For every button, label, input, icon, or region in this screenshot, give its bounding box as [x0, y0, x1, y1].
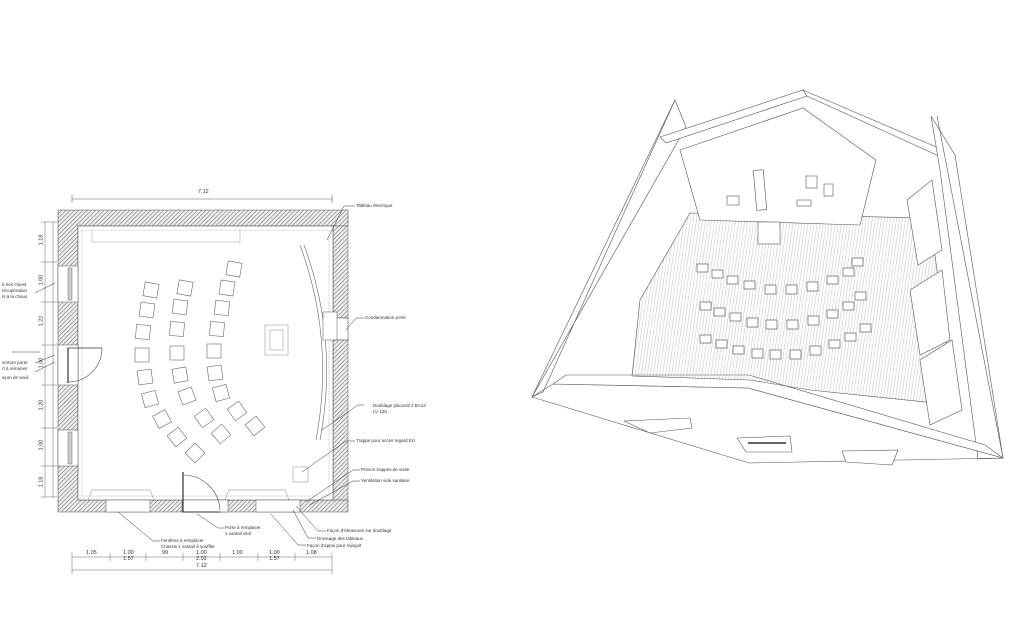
note-porte-2: 1 vantail vitré: [225, 531, 252, 536]
left-dim-2: 1.00: [38, 274, 45, 286]
bottom-dim-1: 1.05: [86, 550, 97, 556]
note-doublage-lv: LV 120: [373, 409, 387, 414]
bottom-dim-5: 1.00: [232, 550, 243, 556]
note-condamnation-porte: Condamnation porte: [365, 315, 406, 320]
note-appui: Façon d'appui pour rejingot: [307, 543, 362, 548]
bottom-dim-7: 1.08: [306, 550, 317, 556]
left-dim-7: 1.18: [38, 476, 45, 488]
bottom-dim-2: 1.00: [123, 550, 134, 556]
note-ebrasures: Façon d'ébrasures sur doublage: [327, 528, 392, 533]
note-trappes-visite: Prévoir trappes de visite: [361, 467, 410, 472]
note-doublage: Doublage placostil 2 BA13: [373, 403, 426, 408]
bottom-dim-2-sub: 1.57: [123, 556, 134, 562]
left-dim-4: 1.00: [38, 357, 45, 369]
bottom-dim-4-sub: 2.02: [196, 556, 207, 562]
bottom-door: [182, 472, 221, 513]
left-dim-3: 1.22: [38, 315, 45, 327]
bottom-dim-6: 1.00: [269, 550, 280, 556]
note-tableau-electrique: Tableau électrique: [356, 203, 393, 208]
note-drossage: Drossage des tableaux: [317, 536, 364, 541]
note-fenetres-1: Fenêtres à remplacer: [161, 538, 204, 543]
bottom-dim-4: 1.00: [196, 550, 207, 556]
bottom-dim-3: 99: [162, 550, 169, 556]
note-baies-1: b ées Ouest: [2, 282, 27, 287]
bottom-dim-6-sub: 1.57: [269, 556, 280, 562]
note-fenetres-2: Chassis 1 vantail à soufflet: [161, 544, 215, 549]
note-seuil: açon de seuil: [2, 375, 29, 380]
note-ventilation: Ventilation vide sanitaire: [361, 478, 410, 483]
note-ouverture-2: rt à remanier: [2, 366, 28, 371]
left-dim-5: 1.20: [38, 399, 45, 411]
isometric-view: [531, 89, 1004, 466]
note-trappe-regard: Trappe pour accès regard EU: [356, 438, 416, 443]
note-baies-2: récupération: [2, 288, 28, 293]
left-dim-6: 1.00: [38, 439, 45, 451]
left-door: [67, 347, 103, 383]
iso-chairs: [696, 257, 872, 360]
left-dim-1: 1.18: [38, 234, 45, 246]
top-overall-dim: 7.12: [198, 189, 209, 195]
note-porte-1: Porte à remplacer: [225, 525, 261, 530]
note-baies-3: ts à la chaux: [2, 294, 28, 299]
chair-rows: [134, 260, 266, 464]
floor-plan: [12, 195, 364, 574]
bottom-overall-dim: 7.12: [196, 563, 207, 569]
note-ouverture-1: verture porte: [2, 360, 28, 365]
